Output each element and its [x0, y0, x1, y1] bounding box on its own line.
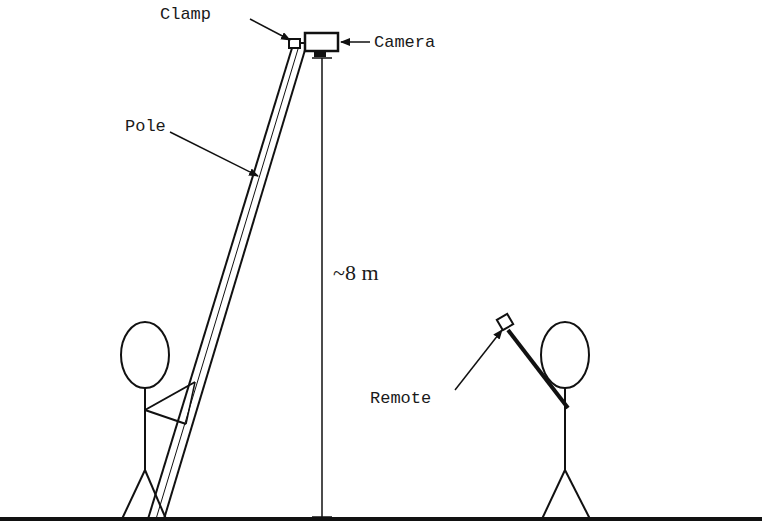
leader-arrow — [341, 41, 370, 43]
part-label: Remote — [370, 390, 431, 407]
dimension-tick — [312, 57, 332, 59]
part-label: Camera — [374, 34, 435, 51]
person-arm — [145, 382, 195, 410]
clamp — [289, 39, 300, 48]
camera-lens — [315, 51, 325, 56]
person-head — [541, 322, 589, 388]
person-leg — [542, 470, 565, 519]
person-head — [121, 322, 169, 388]
dimension-line — [321, 58, 323, 518]
person-leg — [565, 470, 590, 519]
person-body — [144, 388, 146, 470]
person-arm — [145, 410, 186, 424]
part-label: Clamp — [160, 6, 211, 23]
ground-line — [0, 517, 762, 521]
clamp-joint — [300, 42, 305, 44]
person-hand — [186, 382, 195, 424]
camera-body — [305, 33, 338, 51]
pole-edge — [156, 49, 298, 519]
person-arm — [508, 330, 568, 408]
part-label: ~8 m — [333, 262, 379, 284]
leader-arrow — [250, 19, 290, 40]
pole-edge — [164, 50, 305, 519]
part-label: Pole — [125, 118, 166, 135]
person-leg — [145, 470, 166, 519]
dimension-tick — [312, 516, 332, 518]
person-leg — [122, 470, 145, 519]
leader-arrow — [455, 330, 502, 390]
remote-control — [497, 314, 513, 330]
pole-edge — [148, 48, 292, 519]
leader-arrow — [170, 132, 258, 176]
